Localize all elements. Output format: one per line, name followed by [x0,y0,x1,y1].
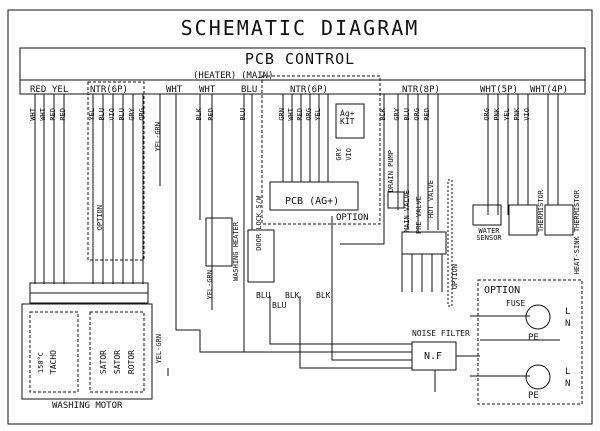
blu-label: BLU [272,301,287,310]
agplus-kit-label: Ag+ KIT [340,109,355,126]
connector-ntr6p-left-label: NTR(6P) [90,85,128,95]
connector-wht-label: WHT [166,85,183,95]
wire-label: ORG [413,108,421,121]
wire-label: ORG [305,108,313,121]
blu-label: BLU [256,291,271,300]
pcb-wire-label: GRY [335,148,343,161]
main-valve-label: MAIN VALVE [403,190,411,233]
connector-main-label: (MAIN) [241,71,274,81]
wire-label: YEL [314,108,322,121]
wire-label: RED [59,108,67,121]
pre-valve-label: PRE VALVE [415,196,423,234]
wire-label: BLU [403,108,411,121]
heatsink-thermistor-label: HEAT-SINK THERMISTOR [573,190,581,275]
hot-valve-label: HOT VALVE [427,180,435,218]
wire-label: RED [49,108,57,121]
wire-label: WHT [287,108,295,121]
pe-label: PE [528,333,539,343]
pcb-control-title: PCB CONTROL [244,50,356,68]
wire-label: PNK [513,108,521,121]
wire-label: GRY [128,108,136,121]
fuse-label: FUSE [506,299,526,308]
washing-motor-label: WASHING MOTOR [52,401,123,411]
wire-label: BLU [118,108,126,121]
connector-wht4p-label: WHT(4P) [530,85,568,95]
wire-label: RED [207,108,215,121]
wire-label: GRN [278,108,286,121]
l-label: L [565,307,571,317]
tacho-label: TACHO [49,350,58,375]
pcb-agplus-label: PCB (AG+) [285,196,340,207]
option-box-label: OPTION [484,285,521,296]
wire-label: BLU [239,108,247,121]
wire-label: VIO [108,108,116,121]
page-title: SCHEMATIC DIAGRAM [180,16,420,40]
wire-label: BLK [379,108,387,121]
yel-grn-label: YEL-GRN [154,122,162,152]
nf-label: N.F [424,351,443,362]
option-pcb-label: OPTION [336,213,369,223]
wire-label: VIO [523,108,531,121]
wire-label: YEL [503,108,511,121]
option-right-label: OPTION [451,264,459,290]
rotor-label: ROTOR [127,350,136,375]
drain-pump-label: DRAIN PUMP [387,150,395,193]
wire-label: BLK [195,108,203,121]
l-label: L [565,367,571,377]
connector-ntr8p-label: NTR(8P) [402,85,440,95]
connector-heater-label: (HEATER) [193,71,237,81]
yel-grn-label: YEL-GRN [155,334,163,364]
option-left-label: OPTION [96,205,104,231]
connector-red-label: RED [30,85,47,95]
wire-label: YEL [88,108,96,121]
sator-label: SATOR [113,350,122,375]
pcb-wire-label: VIO [345,148,353,161]
connector-ntr6p-mid-label: NTR(6P) [290,85,328,95]
sator-label: SATOR [99,350,108,375]
wire-label: RED [296,108,304,121]
wire-label: ORG [483,108,491,121]
connector-yel-label: YEL [52,85,69,95]
thermistor-label: THERMISTOR [537,190,545,233]
washing-heater-label: WASHING HEATER [232,222,240,282]
n-label: N [565,319,571,329]
yel-grn-label: YEL-GRN [206,270,214,300]
blk-label: BLK [285,291,300,300]
water-sensor-label: WATER SENSOR [476,227,502,242]
connector-heater-wht-label: WHT [199,85,216,95]
connector-wht5p-label: WHT(5P) [480,85,518,95]
wire-label: ORG [138,108,146,121]
n-label: N [565,379,571,389]
connector-main-blu-label: BLU [241,85,258,95]
pe-label: PE [528,391,539,401]
temp-label: 150°C [37,352,45,374]
wire-label: GRY [393,108,401,121]
wire-label: BLU [98,108,106,121]
wire-label: WHT [29,108,37,121]
wire-label: WHT [39,108,47,121]
noise-filter-label: NOISE FILTER [412,329,470,338]
door-lock-label: DOOR LOCK S/W [255,196,263,251]
wire-label: RED [423,108,431,121]
wire-label: PNK [493,108,501,121]
blk-label: BLK [316,291,331,300]
